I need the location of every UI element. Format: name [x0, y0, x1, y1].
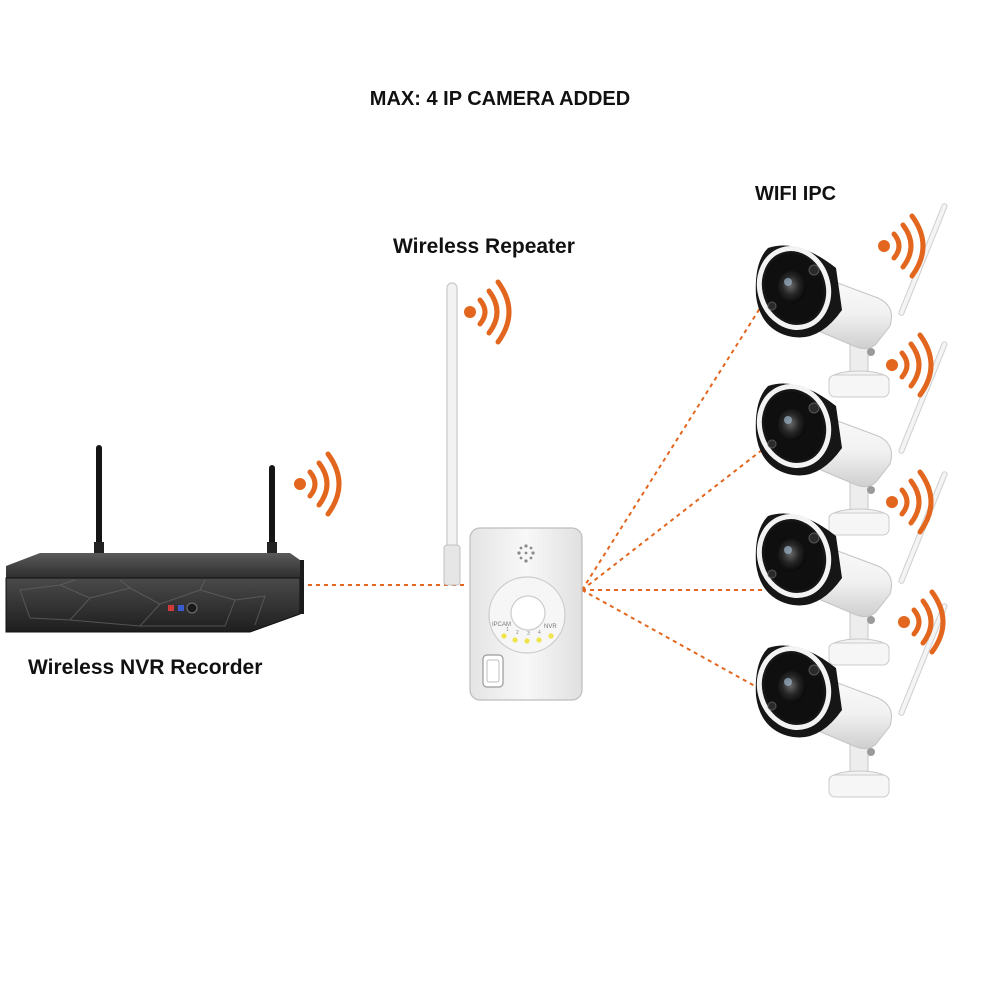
camera-2-signal-icon [886, 335, 931, 395]
nvr-signal-icon [294, 454, 339, 514]
wifi-ipc-label: WIFI IPC [755, 183, 837, 205]
camera-3-signal-icon [886, 472, 931, 532]
wireless-repeater-icon: IPCAM NVR 1 2 3 4 [443, 282, 583, 701]
led-3 [524, 638, 530, 644]
led-number-2: 2 [516, 630, 519, 636]
led-number-4: 4 [538, 630, 541, 636]
led-number-3: 3 [527, 631, 530, 637]
nvr-label: Wireless NVR Recorder [28, 656, 263, 679]
repeater-signal-icon [464, 282, 509, 342]
repeater-label: Wireless Repeater [393, 235, 575, 258]
diagram-title: MAX: 4 IP CAMERA ADDED [369, 88, 631, 110]
led-number-1: 1 [506, 627, 509, 633]
led-4 [536, 637, 542, 643]
wps-button [482, 654, 504, 688]
led-nvr [548, 633, 554, 639]
ipcam-led-label: IPCAM [492, 622, 511, 628]
nvr-recorder-icon [5, 445, 304, 633]
repeater-camera-1-link [581, 304, 763, 591]
led-2 [512, 637, 518, 643]
connection-links [300, 304, 763, 691]
led-1 [501, 633, 507, 639]
camera-1-signal-icon [878, 216, 923, 276]
repeater-camera-2-link [581, 449, 763, 591]
nvr-led-label: NVR [544, 624, 557, 630]
repeater-camera-4-link [581, 589, 763, 691]
